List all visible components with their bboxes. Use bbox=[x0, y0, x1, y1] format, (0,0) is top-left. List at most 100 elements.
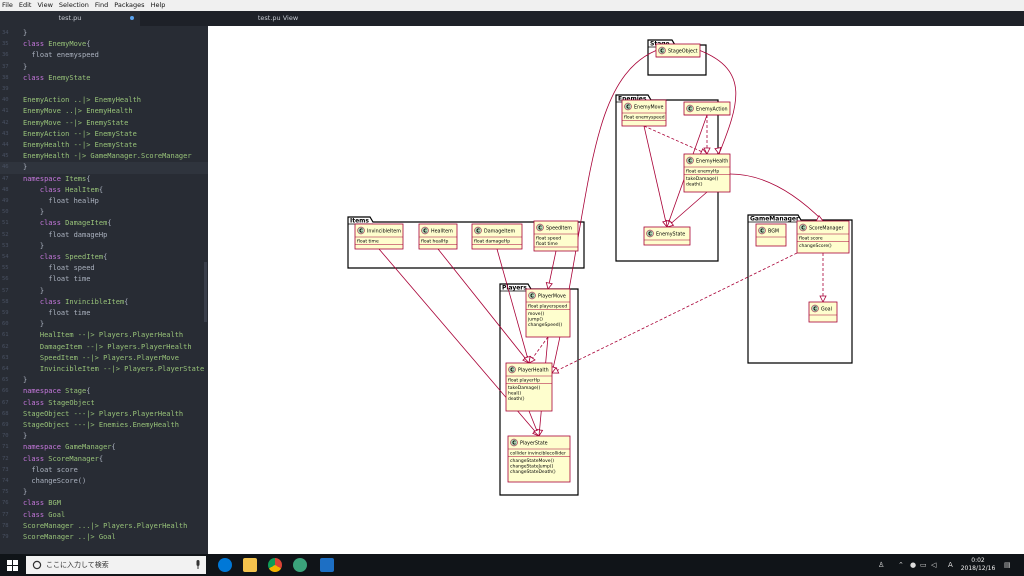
code-line[interactable]: 73 float score bbox=[0, 465, 208, 476]
line-code: EnemyHealth --|> EnemyState bbox=[23, 140, 137, 151]
menu-item-selection[interactable]: Selection bbox=[58, 1, 89, 9]
tray-person-icon[interactable]: ♙ bbox=[878, 561, 885, 569]
menu-item-packages[interactable]: Packages bbox=[114, 1, 145, 9]
microphone-icon[interactable] bbox=[194, 560, 202, 570]
chrome-icon[interactable] bbox=[268, 558, 282, 572]
code-line[interactable]: 70} bbox=[0, 431, 208, 442]
code-line[interactable]: 54 class SpeedItem{ bbox=[0, 252, 208, 263]
code-line[interactable]: 34} bbox=[0, 28, 208, 39]
code-line[interactable]: 75} bbox=[0, 487, 208, 498]
code-token: } bbox=[23, 286, 45, 295]
tab-preview[interactable]: test.pu View bbox=[208, 11, 348, 26]
package-items: Items bbox=[347, 216, 585, 269]
menu-item-file[interactable]: File bbox=[2, 1, 13, 9]
tray-chevron-icon[interactable]: ⌃ bbox=[898, 561, 904, 569]
taskbar-search[interactable]: ここに入力して検索 bbox=[26, 556, 206, 574]
mail-icon[interactable] bbox=[320, 558, 334, 572]
line-code: } bbox=[23, 62, 27, 73]
code-line[interactable]: 57 } bbox=[0, 286, 208, 297]
tab-bar: test.pu test.pu View bbox=[0, 11, 1024, 26]
menu-item-view[interactable]: View bbox=[37, 1, 53, 9]
file-explorer-icon[interactable] bbox=[243, 558, 257, 572]
line-code: EnemyMove --|> EnemyState bbox=[23, 118, 128, 129]
class-method: jump() bbox=[527, 317, 543, 323]
code-line[interactable]: 60 } bbox=[0, 319, 208, 330]
code-line[interactable]: 46} bbox=[0, 162, 208, 174]
code-line[interactable]: 53 } bbox=[0, 241, 208, 252]
code-line[interactable]: 61 HealItem --|> Players.PlayerHealth bbox=[0, 330, 208, 341]
line-number: 37 bbox=[2, 63, 9, 70]
tray-battery-icon[interactable]: ▭ bbox=[920, 561, 927, 569]
atom-icon[interactable] bbox=[293, 558, 307, 572]
class-c-glyph: C bbox=[801, 226, 805, 232]
code-line[interactable]: 64 InvincibleItem --|> Players.PlayerSta… bbox=[0, 364, 208, 375]
code-line[interactable]: 50 } bbox=[0, 207, 208, 218]
class-method: death() bbox=[508, 396, 525, 402]
code-line[interactable]: 36 float enemyspeed bbox=[0, 50, 208, 61]
line-number: 64 bbox=[2, 366, 9, 372]
code-token: class bbox=[23, 510, 49, 519]
tab-editor[interactable]: test.pu bbox=[0, 11, 140, 26]
code-token: HealItem bbox=[65, 185, 99, 194]
code-line[interactable]: 74 changeScore() bbox=[0, 476, 208, 487]
code-line[interactable]: 59 float time bbox=[0, 308, 208, 319]
class-c-glyph: C bbox=[660, 49, 664, 55]
editor-scrollbar[interactable] bbox=[204, 262, 207, 322]
menu-item-find[interactable]: Find bbox=[94, 1, 109, 9]
code-line[interactable]: 48 class HealItem{ bbox=[0, 185, 208, 196]
class-c-glyph: C bbox=[813, 307, 817, 313]
code-line[interactable]: 52 float damageHp bbox=[0, 230, 208, 241]
code-line[interactable]: 65} bbox=[0, 375, 208, 386]
code-line[interactable]: 51 class DamageItem{ bbox=[0, 218, 208, 229]
code-line[interactable]: 37} bbox=[0, 62, 208, 73]
code-line[interactable]: 63 SpeedItem --|> Players.PlayerMove bbox=[0, 353, 208, 364]
line-number: 52 bbox=[2, 231, 9, 238]
code-line[interactable]: 55 float speed bbox=[0, 263, 208, 274]
tray-network-icon[interactable]: ● bbox=[910, 561, 917, 569]
line-code: } bbox=[23, 162, 27, 173]
code-token: { bbox=[86, 387, 91, 396]
code-line[interactable]: 62 DamageItem --|> Players.PlayerHealth bbox=[0, 342, 208, 353]
taskbar-clock[interactable]: 0:02 2018/12/16 bbox=[958, 557, 998, 573]
tray-volume-icon[interactable]: ◁ bbox=[931, 561, 937, 569]
windows-icon[interactable] bbox=[7, 560, 18, 571]
code-token: EnemyHealth --|> EnemyState bbox=[23, 141, 137, 149]
code-line[interactable]: 56 float time bbox=[0, 274, 208, 285]
line-code: class Goal bbox=[23, 510, 65, 521]
code-line[interactable]: 49 float healHp bbox=[0, 196, 208, 207]
class-method: changeScore() bbox=[799, 243, 832, 249]
code-line[interactable]: 39 bbox=[0, 84, 208, 95]
notification-icon[interactable]: ▤ bbox=[1004, 561, 1011, 569]
code-line[interactable]: 58 class InvincibleItem{ bbox=[0, 297, 208, 308]
menu-item-edit[interactable]: Edit bbox=[18, 1, 32, 9]
edge-icon[interactable] bbox=[218, 558, 232, 572]
menu-item-help[interactable]: Help bbox=[150, 1, 166, 9]
line-number: 39 bbox=[2, 86, 9, 92]
line-code: EnemyAction ..|> EnemyHealth bbox=[23, 95, 141, 106]
clock-time: 0:02 bbox=[971, 557, 985, 564]
tray-ime-indicator[interactable]: A bbox=[948, 561, 953, 569]
code-token: namespace bbox=[23, 443, 66, 452]
